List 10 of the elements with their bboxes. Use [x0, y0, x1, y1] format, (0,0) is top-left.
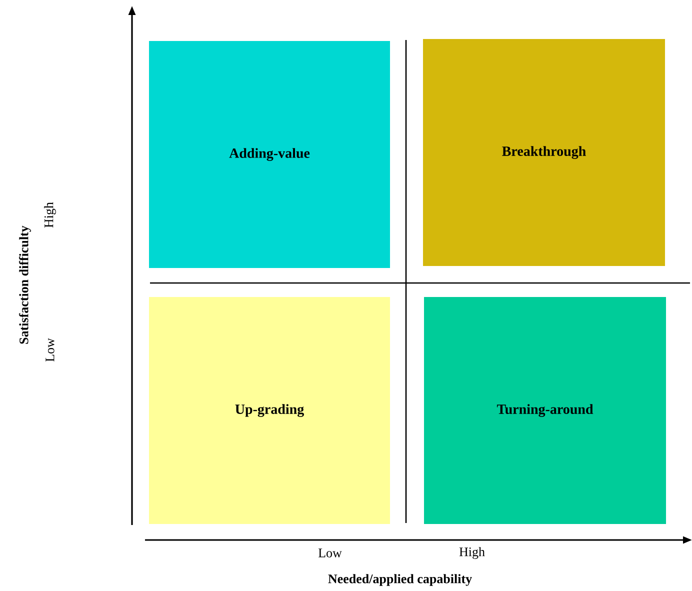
- quadrant-box: Up-grading: [149, 297, 390, 524]
- axis-value-label: Low: [318, 548, 342, 558]
- quadrant-box: Turning-around: [424, 297, 666, 524]
- quadrant-box: Adding-value: [149, 41, 390, 268]
- axis-value-label: Low: [46, 338, 54, 362]
- axis-value-label: High: [44, 202, 56, 228]
- axis-title: Needed/applied capability: [328, 574, 472, 586]
- axis-title: Satisfaction difficulty: [19, 226, 31, 344]
- quadrant-box: Breakthrough: [423, 39, 665, 266]
- axis-value-label: High: [459, 547, 485, 559]
